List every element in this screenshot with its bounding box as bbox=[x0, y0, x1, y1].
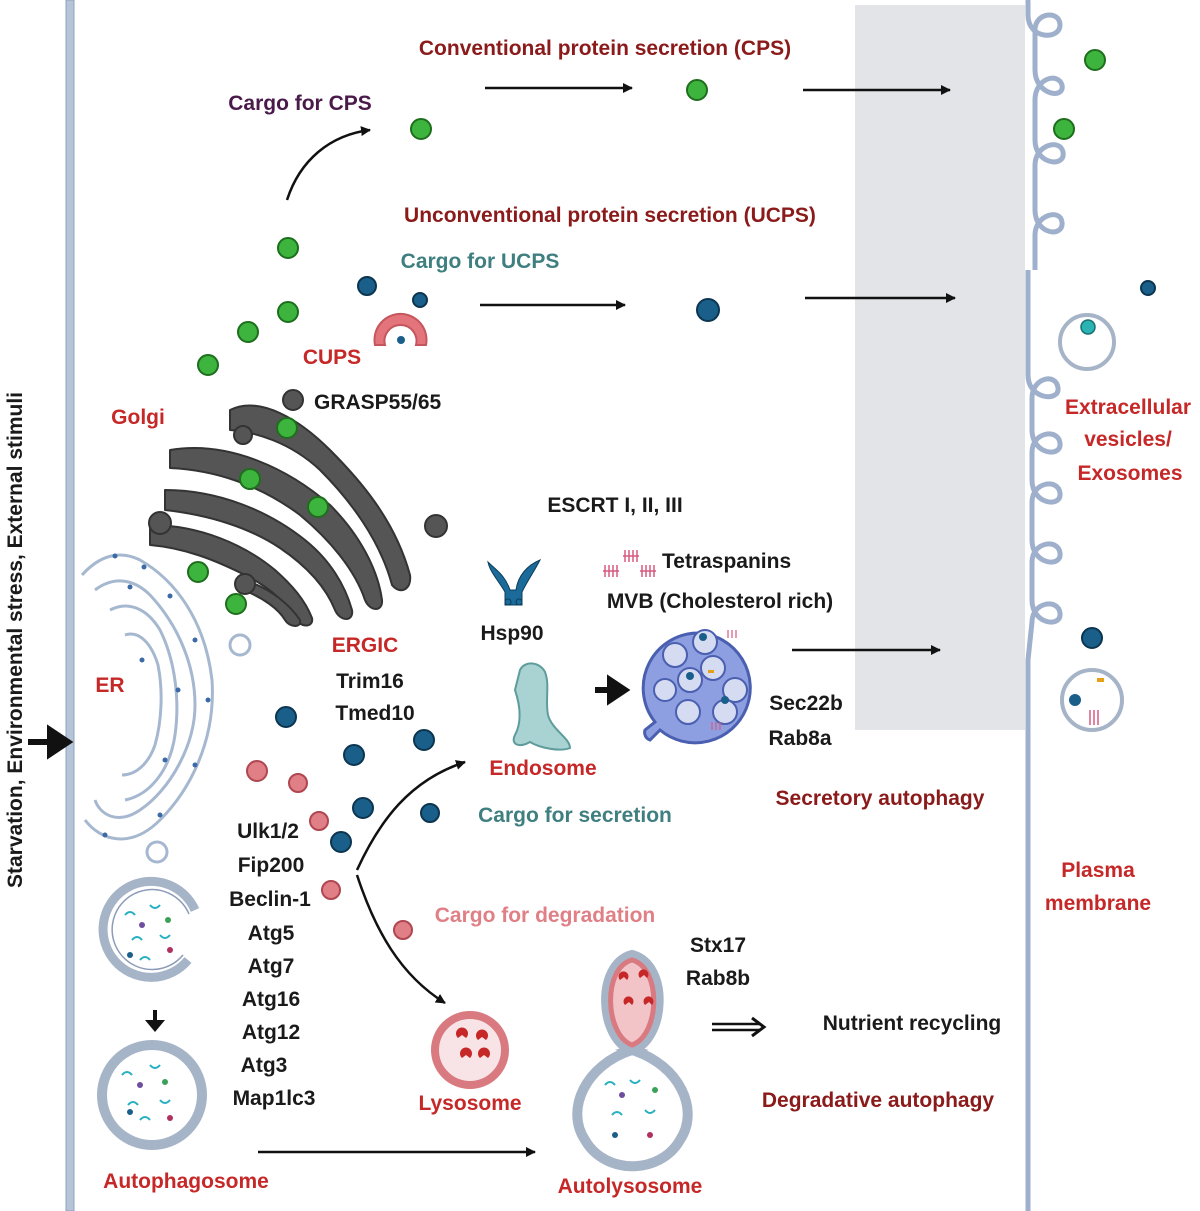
cups-label: CUPS bbox=[303, 346, 361, 369]
er-ribosomes bbox=[102, 553, 211, 838]
nutrient-recycling-label: Nutrient recycling bbox=[823, 1012, 1002, 1035]
atg-item: Atg3 bbox=[241, 1054, 288, 1077]
atg-protein-list: Ulk1/2 Fip200 Beclin-1 Atg5 Atg7 Atg16 A… bbox=[229, 820, 315, 1110]
atg-item: Atg7 bbox=[248, 955, 295, 978]
rab8a-label: Rab8a bbox=[768, 727, 831, 750]
atg-item: Beclin-1 bbox=[229, 888, 311, 911]
er-label: ER bbox=[95, 674, 124, 697]
to-lysosome-arrow bbox=[355, 874, 446, 1005]
golgi-to-cps-arrow bbox=[285, 126, 371, 201]
cups-structure bbox=[373, 312, 428, 346]
atg-item: Atg12 bbox=[242, 1021, 300, 1044]
plasma-membrane bbox=[1025, 0, 1066, 1211]
ucps-cargo-dots bbox=[275, 276, 1156, 853]
pm-label-1: Plasma bbox=[1061, 859, 1135, 882]
ev-label-3: Exosomes bbox=[1077, 462, 1182, 485]
sec22b-label: Sec22b bbox=[769, 692, 843, 715]
tetraspanin-icons bbox=[603, 550, 656, 577]
ev-label-1: Extracellular bbox=[1065, 396, 1191, 419]
degradative-autophagy-label: Degradative autophagy bbox=[762, 1089, 995, 1112]
cargo-secretion-label: Cargo for secretion bbox=[478, 804, 672, 827]
phagophore-arrow bbox=[145, 1010, 165, 1032]
phagophore bbox=[98, 876, 200, 982]
pm-label-2: membrane bbox=[1045, 892, 1151, 915]
stimulus-arrow bbox=[28, 724, 74, 760]
hsp90-label: Hsp90 bbox=[480, 622, 543, 645]
grasp-label: GRASP55/65 bbox=[314, 391, 442, 414]
grasp-dot bbox=[282, 389, 304, 411]
exosome-vesicle-top bbox=[1058, 313, 1116, 371]
mvb bbox=[641, 629, 752, 745]
to-endosome-arrow bbox=[355, 760, 466, 871]
cargo-ucps-label: Cargo for UCPS bbox=[401, 250, 560, 273]
atg-item: Ulk1/2 bbox=[237, 820, 299, 843]
degradation-cargo-dots bbox=[246, 760, 413, 940]
endoplasmic-reticulum bbox=[80, 553, 252, 864]
cps-title: Conventional protein secretion (CPS) bbox=[419, 37, 791, 60]
golgi-cargo-dots bbox=[239, 417, 329, 518]
autolysosome bbox=[572, 949, 693, 1172]
cups-cargo bbox=[397, 336, 405, 344]
secretory-autophagy-label: Secretory autophagy bbox=[776, 787, 985, 810]
lysosome bbox=[431, 1011, 509, 1089]
atg-item: Map1lc3 bbox=[233, 1087, 316, 1110]
ergic-label: ERGIC bbox=[332, 634, 399, 657]
endosome-label: Endosome bbox=[489, 757, 596, 780]
atg-item: Atg5 bbox=[248, 922, 295, 945]
left-cell-membrane bbox=[65, 0, 75, 1211]
golgi-label: Golgi bbox=[111, 406, 165, 429]
endosome-shape bbox=[512, 662, 572, 751]
ev-label-2: vesicles/ bbox=[1084, 428, 1172, 451]
mvb-label: MVB (Cholesterol rich) bbox=[607, 590, 833, 613]
lysosome-label: Lysosome bbox=[418, 1092, 521, 1115]
cargo-degradation-label: Cargo for degradation bbox=[435, 904, 656, 927]
side-stimuli-label: Starvation, Environmental stress, Extern… bbox=[4, 392, 27, 888]
tmed10-label: Tmed10 bbox=[335, 702, 414, 725]
rab8b-label: Rab8b bbox=[686, 967, 750, 990]
ucps-title: Unconventional protein secretion (UCPS) bbox=[404, 204, 816, 227]
autophagosome bbox=[97, 1040, 207, 1150]
atg-item: Atg16 bbox=[242, 988, 300, 1011]
autolysosome-label: Autolysosome bbox=[558, 1175, 703, 1198]
nutrient-arrow bbox=[712, 1016, 767, 1038]
tetraspanins-label: Tetraspanins bbox=[662, 550, 791, 573]
golgi-apparatus bbox=[148, 404, 448, 627]
hsp90-icon bbox=[487, 559, 542, 606]
atg-item: Fip200 bbox=[238, 854, 305, 877]
endosome-to-mvb-arrow bbox=[595, 674, 631, 706]
escrt-label: ESCRT I, II, III bbox=[547, 494, 682, 517]
trim16-label: Trim16 bbox=[336, 670, 404, 693]
cargo-cps-label: Cargo for CPS bbox=[228, 92, 372, 115]
stx17-label: Stx17 bbox=[690, 934, 746, 957]
autophagosome-label: Autophagosome bbox=[103, 1170, 269, 1193]
exosome-vesicle-bottom bbox=[1060, 668, 1124, 732]
extracellular-zone bbox=[855, 5, 1025, 730]
